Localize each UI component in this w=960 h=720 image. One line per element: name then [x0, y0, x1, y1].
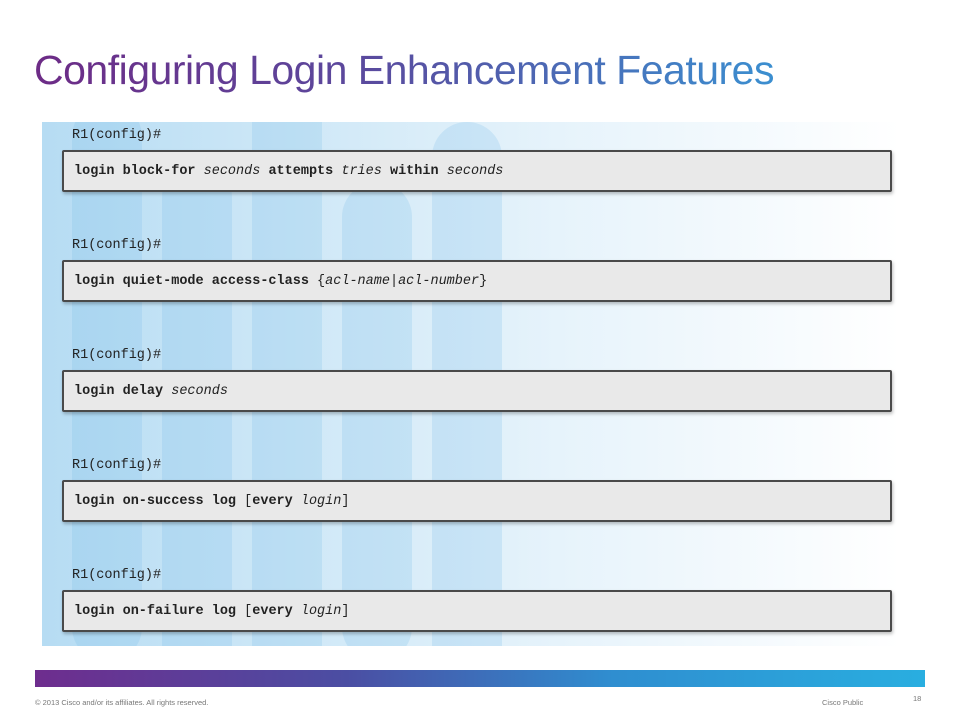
command-block: R1(config)# login quiet-mode access-class…	[62, 234, 896, 344]
command-syntax-box: login block-for seconds attempts tries w…	[62, 150, 892, 192]
command-symbol: |	[389, 274, 399, 289]
command-syntax: login on-success log [every login]	[74, 494, 349, 509]
command-block: R1(config)# login delay seconds	[62, 344, 896, 454]
footer-classification: Cisco Public	[822, 698, 864, 707]
command-keyword: login delay	[74, 384, 172, 399]
footer-copyright: © 2013 Cisco and/or its affiliates. All …	[35, 698, 209, 707]
command-argument: login	[300, 604, 342, 619]
command-syntax: login quiet-mode access-class {acl-name|…	[74, 274, 487, 289]
command-block: R1(config)# login block-for seconds attem…	[62, 124, 896, 234]
command-syntax: login delay seconds	[74, 384, 228, 399]
command-keyword: login on-failure log	[74, 604, 245, 619]
command-syntax: login on-failure log [every login]	[74, 604, 349, 619]
cli-prompt: R1(config)#	[72, 458, 162, 473]
command-argument: seconds	[446, 164, 504, 179]
command-keyword: every	[252, 604, 301, 619]
slide-title: Configuring Login Enhancement Features	[34, 42, 774, 98]
cli-prompt: R1(config)#	[72, 568, 162, 583]
command-symbol: [	[244, 604, 253, 619]
command-argument: tries	[341, 164, 382, 179]
command-list: R1(config)# login block-for seconds attem…	[62, 124, 896, 674]
command-syntax: login block-for seconds attempts tries w…	[74, 164, 503, 179]
command-keyword: login block-for	[74, 164, 204, 179]
footer-gradient-bar	[35, 670, 925, 687]
command-symbol: {	[317, 274, 326, 289]
command-argument: acl-name	[325, 274, 390, 289]
page-number: 18	[913, 694, 922, 703]
command-block: R1(config)# login on-success log [every l…	[62, 454, 896, 564]
command-symbol: }	[479, 274, 488, 289]
command-symbol: ]	[341, 604, 350, 619]
cli-prompt: R1(config)#	[72, 238, 162, 253]
command-syntax-box: login on-failure log [every login]	[62, 590, 892, 632]
cli-prompt: R1(config)#	[72, 348, 162, 363]
command-syntax-box: login delay seconds	[62, 370, 892, 412]
command-keyword: every	[252, 494, 301, 509]
command-argument: seconds	[171, 384, 228, 399]
command-syntax-box: login on-success log [every login]	[62, 480, 892, 522]
command-symbol: [	[244, 494, 253, 509]
command-keyword: within	[381, 164, 447, 179]
command-keyword: login on-success log	[74, 494, 245, 509]
command-keyword: attempts	[260, 164, 342, 179]
command-keyword: login quiet-mode access-class	[74, 274, 318, 289]
command-symbol: ]	[341, 494, 350, 509]
command-block: R1(config)# login on-failure log [every l…	[62, 564, 896, 674]
command-syntax-box: login quiet-mode access-class {acl-name|…	[62, 260, 892, 302]
command-argument: seconds	[203, 164, 261, 179]
command-argument: login	[300, 494, 342, 509]
cli-prompt: R1(config)#	[72, 128, 162, 143]
command-argument: acl-number	[398, 274, 480, 289]
